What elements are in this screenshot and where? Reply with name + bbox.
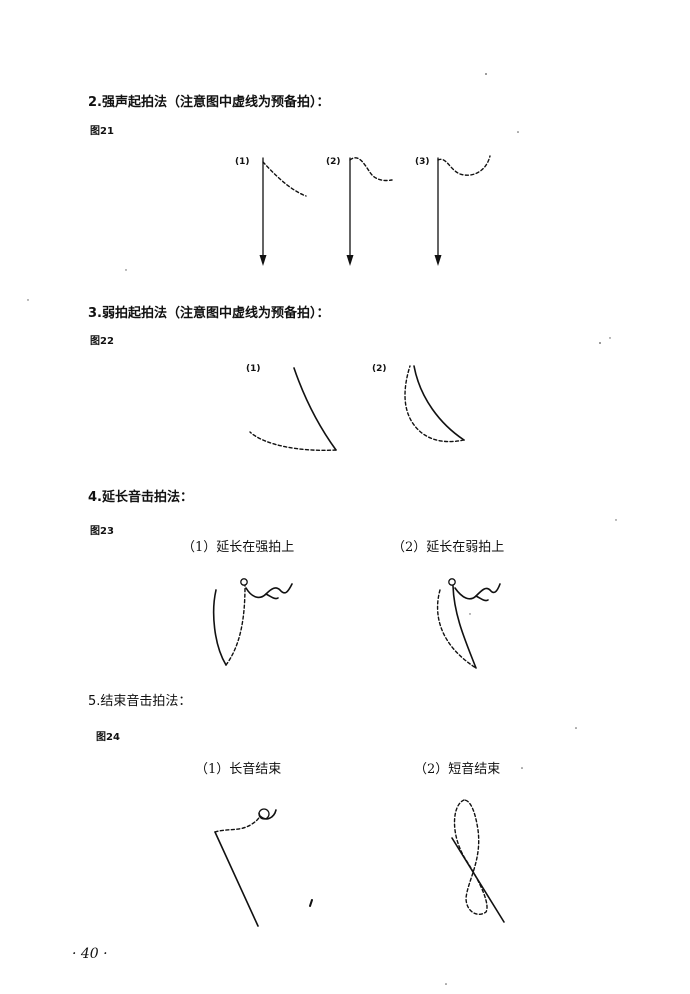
fig23-beat-2 (436, 578, 501, 669)
fig22-beat-2 (404, 365, 465, 443)
section-2-title: 2.强声起拍法（注意图中虚线为预备拍）： (88, 95, 330, 110)
fig24-short-end (451, 799, 505, 923)
fig21-label-2: (2) (326, 157, 341, 167)
fig21-label-1: (1) (235, 157, 250, 167)
fig21-beat-2 (346, 157, 393, 266)
fig22-label-2: (2) (372, 364, 387, 374)
fig22-label-1: (1) (246, 364, 261, 374)
fig24-subtitle-1: （1）长音结束 (195, 762, 282, 777)
fig21-label-3: (3) (415, 157, 430, 167)
figure-21-label: 图21 (90, 126, 114, 137)
figure-23-label: 图23 (90, 526, 114, 537)
scan-specks (27, 73, 617, 985)
fig22-beat-1 (249, 367, 337, 452)
fig23-subtitle-2: （2）延长在弱拍上 (392, 540, 505, 555)
figure-22-label: 图22 (90, 336, 114, 347)
section-5-title: 5.结束音击拍法： (88, 694, 192, 709)
figure-23-diagram (212, 578, 501, 669)
figure-22-diagram (249, 365, 465, 452)
page-number: · 40 · (72, 946, 108, 962)
section-3-title: 3.弱拍起拍法（注意图中虚线为预备拍）： (88, 306, 330, 321)
fig21-beat-1 (259, 157, 307, 266)
fig21-beat-3 (434, 155, 491, 266)
figure-24-label: 图24 (96, 732, 120, 743)
fig23-subtitle-1: （1）延长在强拍上 (182, 540, 295, 555)
figure-21-diagram (259, 155, 491, 266)
section-4-title: 4.延长音击拍法： (88, 490, 193, 505)
fig24-subtitle-2: （2）短音结束 (414, 762, 501, 777)
fig23-beat-1 (212, 578, 293, 666)
figure-24-diagram (214, 799, 505, 927)
fig24-long-end (214, 808, 313, 927)
